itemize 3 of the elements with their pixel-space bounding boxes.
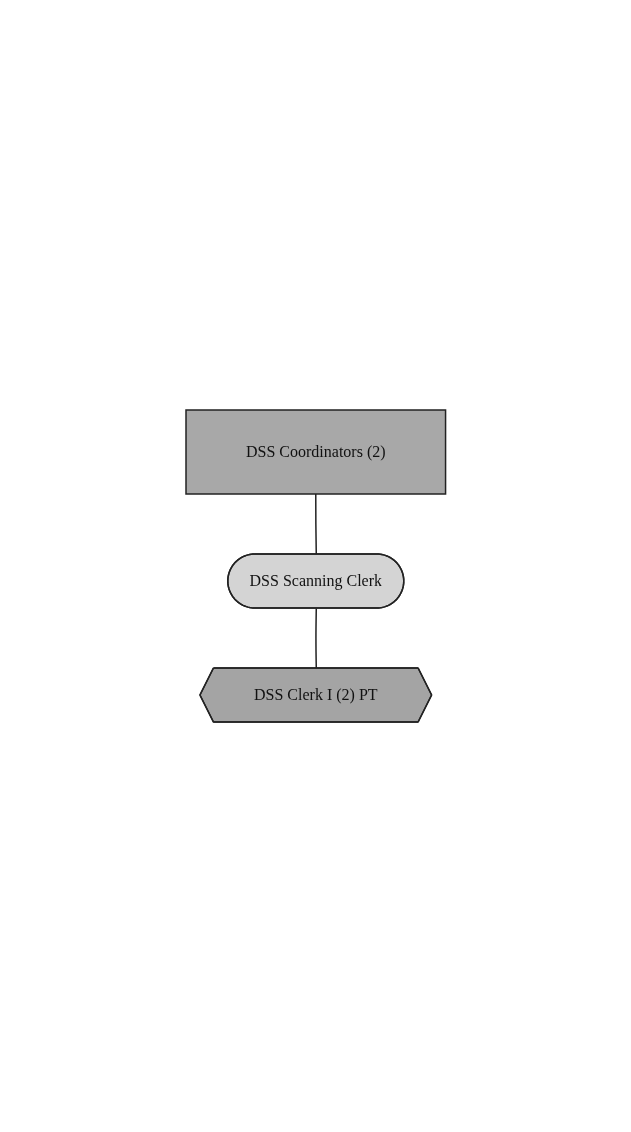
connector bbox=[314, 493, 317, 556]
connector bbox=[314, 607, 317, 670]
node-box: DSS Coordinators (2) bbox=[184, 409, 447, 495]
